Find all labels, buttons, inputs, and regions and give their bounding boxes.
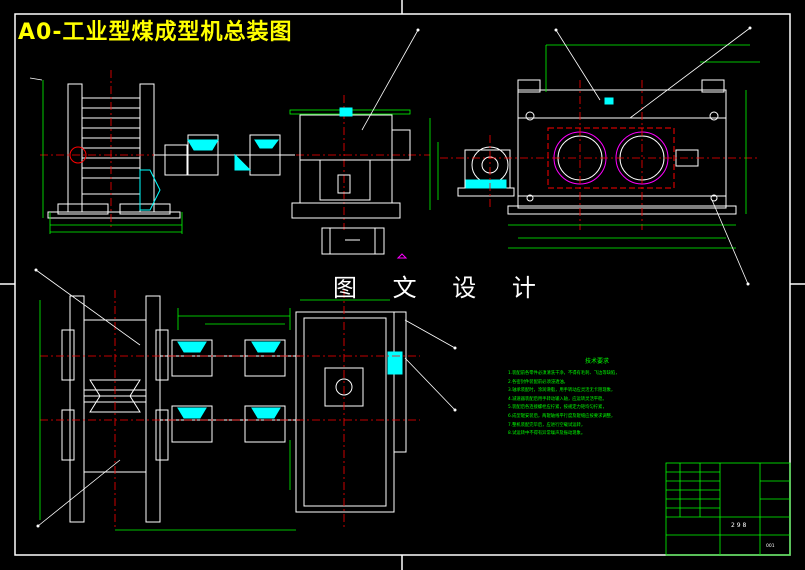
requirement-line: 7.整机装配完毕后，应进行空载试运转， (508, 422, 586, 428)
callout-markers (34, 26, 752, 528)
requirement-line: 2.各密封件装配前必须浸透油。 (508, 379, 568, 385)
plan-view-frames (61, 295, 169, 523)
requirement-line: 1.装配前各零件必须清洗干净，不得有毛刺、飞边等缺陷， (508, 371, 620, 376)
requirement-line: 5.装配后各连接螺栓应拧紧，按规定力矩均匀拧紧， (508, 405, 607, 411)
technical-requirements-heading: 技术要求 (585, 358, 610, 365)
plan-view-couplings (160, 339, 300, 443)
technical-requirements-list: 1.装配前各零件必须清洗干净，不得有毛刺、飞边等缺陷， 2.各密封件装配前必须浸… (508, 370, 668, 439)
front-view-roller-assembly (47, 83, 181, 219)
side-view-rollers (547, 97, 699, 189)
plan-view-gearbox (295, 311, 407, 513)
front-view-dimensions (42, 80, 431, 234)
front-view-centerlines (40, 70, 430, 230)
title-block (665, 462, 791, 556)
requirement-line: 8.试运转中不得有异常噪声及振动现象。 (508, 431, 586, 437)
requirement-line: 6.成型辊安装后，两辊轴线平行度及辊缝应按要求调整， (508, 413, 616, 419)
plan-view-centerlines (40, 290, 420, 530)
drawing-title: A0-工业型煤成型机总装图 (18, 20, 293, 45)
side-view-motor (457, 146, 515, 197)
title-block-drawing-number: 2 9 8 (731, 522, 747, 529)
requirement-line: 3.轴承装配时，涂润滑脂，用手转动应灵活无卡阻现象， (508, 388, 616, 394)
side-view-centerlines (440, 80, 760, 230)
side-view-dimensions (437, 44, 760, 249)
plan-view-dimensions (39, 299, 390, 531)
front-view-gearbox (291, 107, 411, 219)
watermark-text: 图 文 设 计 (333, 274, 550, 302)
requirement-line: 4.减速器装配后用手转动输入轴，应运转灵活平稳。 (508, 396, 607, 402)
callout-leader-lines (29, 27, 751, 527)
side-view-frame (507, 79, 737, 215)
title-block-code: 001 (766, 544, 775, 549)
front-view-couplings (139, 134, 295, 211)
gearbox-sub-view (321, 227, 408, 259)
